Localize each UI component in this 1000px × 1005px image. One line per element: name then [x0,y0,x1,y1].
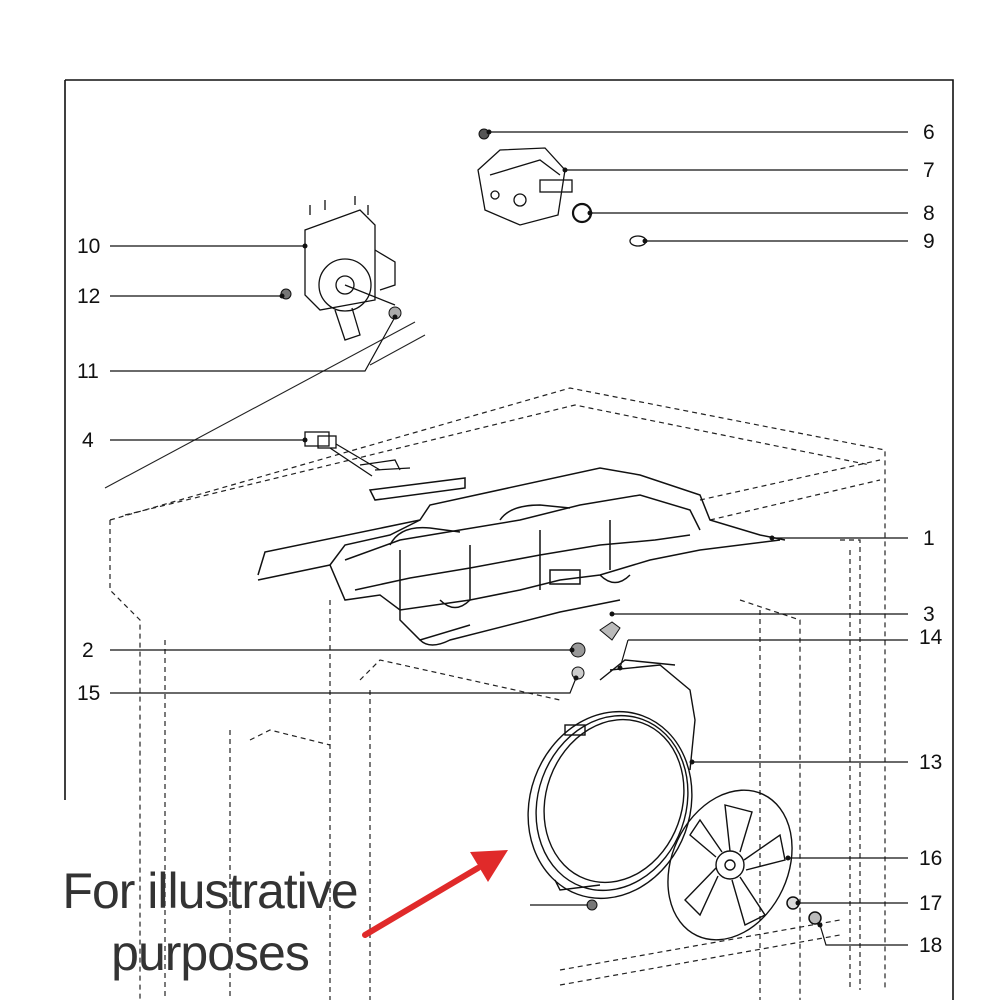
caption-line-2: purposes [111,925,310,981]
oven-cavity-outline [109,387,886,1000]
red-arrow-icon [362,850,508,938]
illustrative-caption: For illustrative purposes [30,860,390,984]
callout-16: 16 [919,847,942,870]
callout-11: 11 [77,360,99,383]
callout-numbers: 6 7 8 9 10 12 11 4 1 3 14 2 15 13 16 17 … [77,121,943,957]
callout-3: 3 [923,603,935,626]
fan-blade [667,789,793,941]
callout-8: 8 [923,202,935,225]
callout-4: 4 [82,429,94,452]
caption-line-1: For illustrative [62,863,358,919]
grill-heating-element [257,467,786,646]
clip-part-3 [599,621,621,641]
wire-connector [304,431,411,477]
callout-6: 6 [923,121,935,144]
callout-9: 9 [923,230,935,253]
diagram-frame [64,79,954,1000]
callout-10: 10 [77,235,100,258]
callout-18: 18 [919,934,942,957]
screw-part-bottom [586,899,598,911]
callout-13: 13 [919,751,942,774]
circular-heating-element [527,659,696,900]
callout-15: 15 [77,682,100,705]
callout-17: 17 [919,892,942,915]
nut-part-18 [808,911,822,925]
turnspit-motor [477,147,573,226]
callout-12: 12 [77,285,100,308]
callout-7: 7 [923,159,935,182]
leader-dots [279,129,823,928]
fan-motor [304,196,396,341]
leader-lines [110,131,908,946]
callout-1: 1 [923,527,935,550]
mounting-plane [104,321,426,489]
callout-2: 2 [82,639,94,662]
callout-14: 14 [919,626,943,649]
